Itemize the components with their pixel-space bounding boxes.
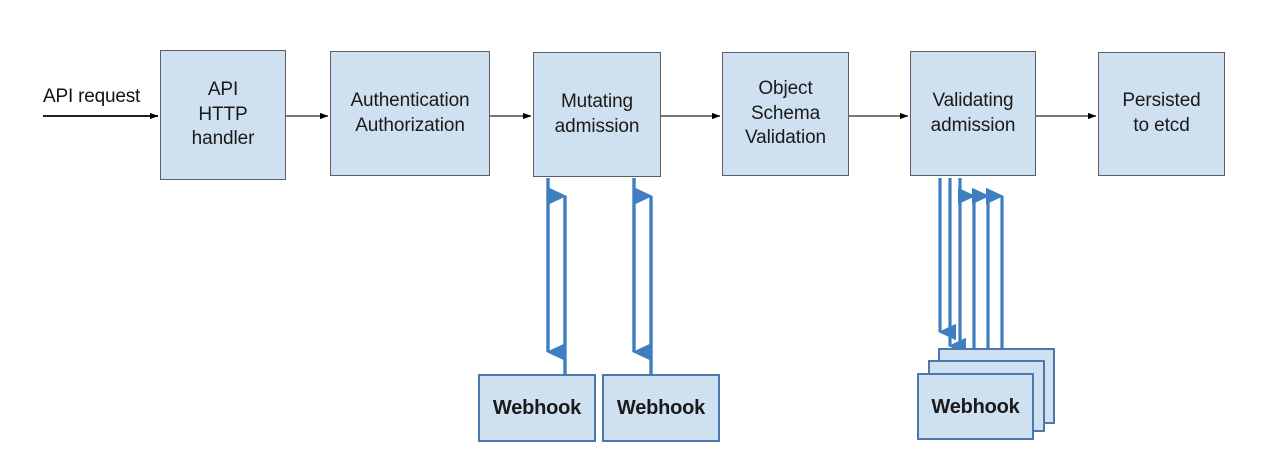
webhook-box-mutating-1[interactable]: Webhook [478, 374, 596, 442]
webhook-box-validating-front[interactable]: Webhook [917, 373, 1034, 440]
stage-object-schema-validation[interactable]: Object Schema Validation [722, 52, 849, 176]
stage-mutating-admission[interactable]: Mutating admission [533, 52, 661, 177]
stage-persisted-to-etcd[interactable]: Persisted to etcd [1098, 52, 1225, 176]
stage-validating-admission[interactable]: Validating admission [910, 51, 1036, 176]
stage-authentication-authorization[interactable]: Authentication Authorization [330, 51, 490, 176]
webhook-call-mutating-2 [634, 178, 651, 374]
entry-label-api-request: API request [43, 86, 141, 107]
webhook-box-mutating-2[interactable]: Webhook [602, 374, 720, 442]
stage-api-http-handler[interactable]: API HTTP handler [160, 50, 286, 180]
webhook-call-mutating-1 [548, 178, 565, 374]
